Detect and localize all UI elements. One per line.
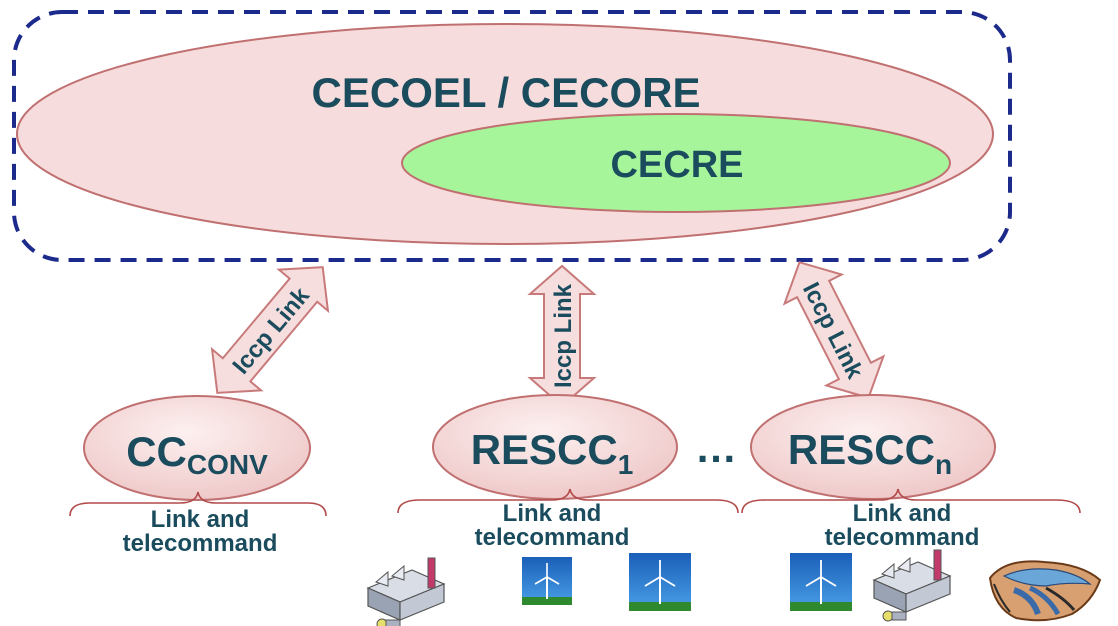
- cc-conv-label: CCCONV: [126, 428, 268, 480]
- hydro-dam-icon: [988, 560, 1102, 622]
- rescc-ellipsis: …: [695, 424, 737, 471]
- brace-middle-line2: telecommand: [475, 524, 630, 551]
- brace-right-line2: telecommand: [825, 524, 980, 551]
- control-center-boundary: [12, 10, 1012, 262]
- cecre-ellipse: [401, 113, 951, 213]
- cecoel-cecore-label: CECOEL / CECORE: [312, 69, 701, 116]
- iccp-link-arrow-right: Iccp Link: [782, 261, 886, 399]
- brace-right: [741, 488, 1081, 514]
- brace-left-line2: telecommand: [123, 530, 278, 557]
- rescc-n-node: [750, 394, 996, 500]
- rescc-1-label: RESCC1: [471, 426, 634, 480]
- factory-icon: [872, 549, 952, 622]
- iccp-link-arrow-left: Iccp Link: [210, 266, 330, 394]
- brace-left-line1: Link and: [151, 506, 250, 533]
- factory-icon: [366, 557, 446, 626]
- brace-left: [69, 491, 327, 517]
- brace-middle: [397, 488, 739, 514]
- cc-conv-node: [83, 395, 311, 501]
- rescc-n-label: RESCCn: [788, 426, 952, 480]
- iccp-link-arrow-middle: Iccp Link: [527, 264, 597, 408]
- rescc-1-node: [432, 394, 678, 500]
- rescc-1-main: RESCC: [471, 426, 618, 473]
- rescc-n-main: RESCC: [788, 426, 935, 473]
- wind-turbine-icon: [522, 557, 572, 605]
- cecre-label: CECRE: [610, 144, 743, 186]
- brace-right-line1: Link and: [853, 500, 952, 527]
- iccp-link-label-left: Iccp Link: [227, 282, 315, 380]
- iccp-link-label-middle: Iccp Link: [550, 283, 577, 388]
- wind-turbine-icon: [790, 553, 852, 611]
- brace-middle-line1: Link and: [503, 500, 602, 527]
- wind-turbine-icon: [629, 553, 691, 611]
- rescc-n-sub: n: [935, 449, 952, 480]
- rescc-1-sub: 1: [618, 449, 634, 480]
- cc-conv-main: CC: [126, 428, 187, 475]
- cc-conv-sub: CONV: [187, 449, 268, 480]
